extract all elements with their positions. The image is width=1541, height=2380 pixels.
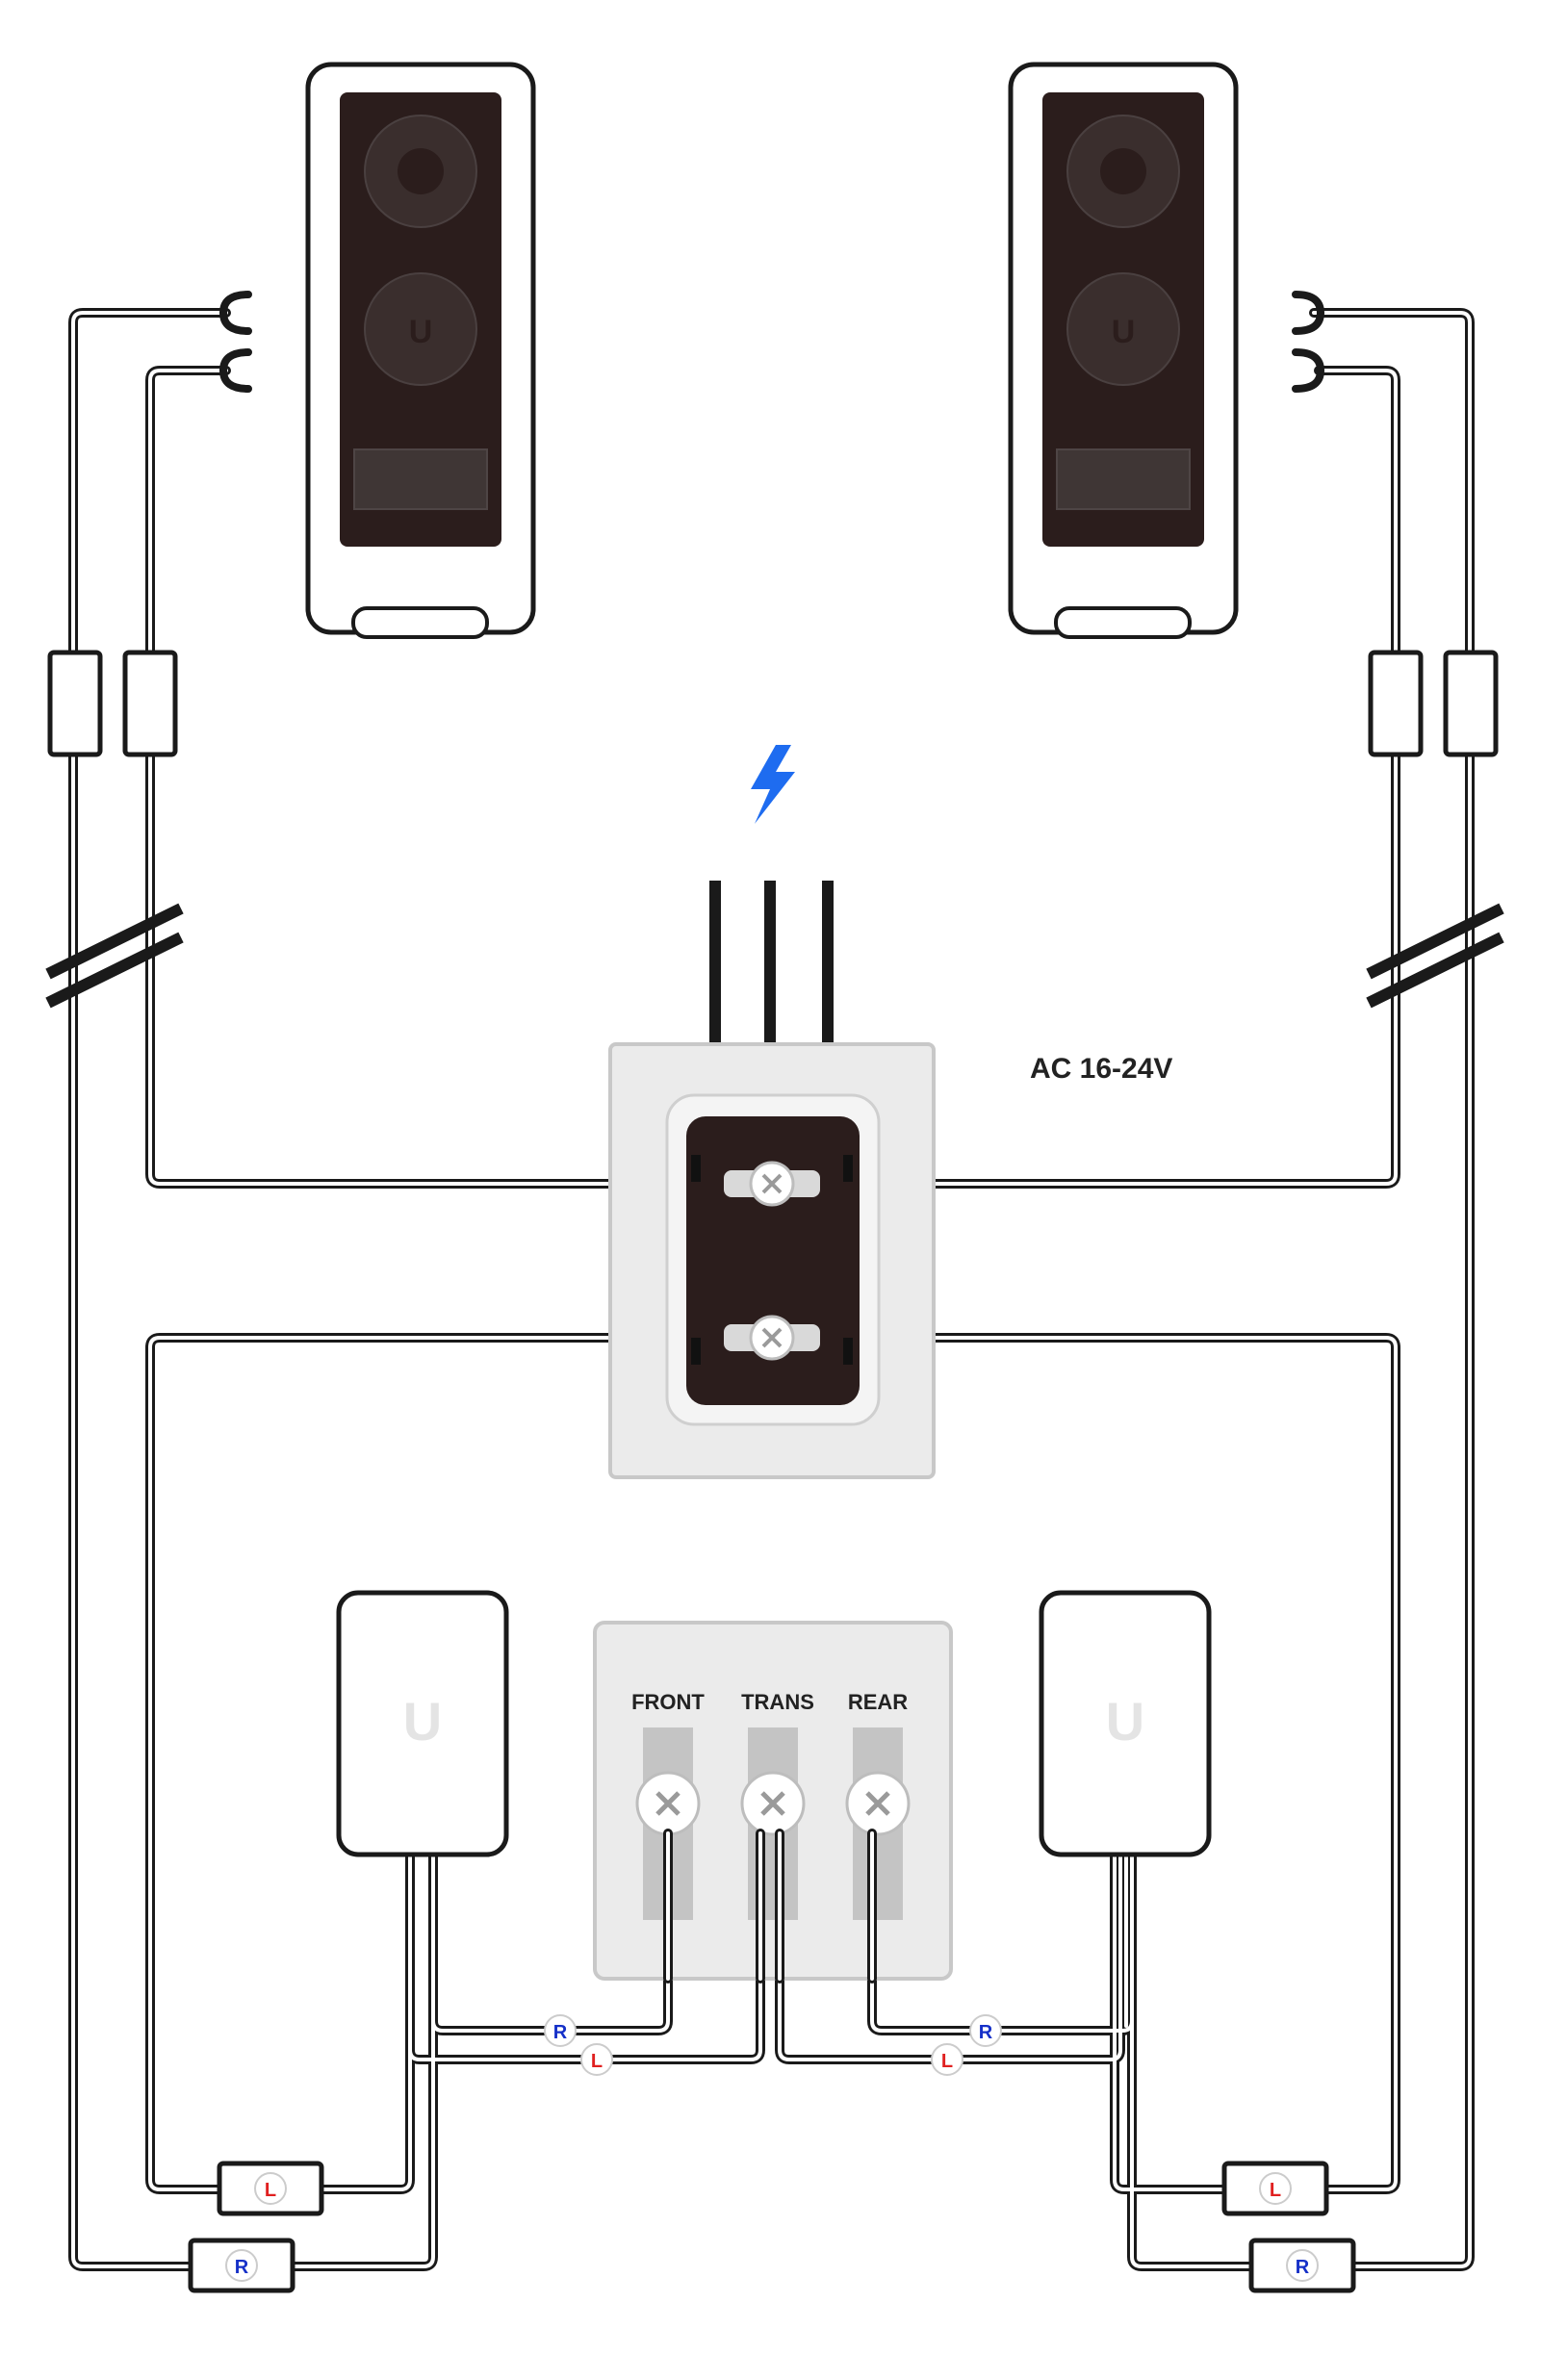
connector-l-left: L	[217, 2161, 324, 2216]
screw-icon	[635, 1771, 701, 1836]
screw-icon	[724, 1161, 820, 1207]
terminal-hook-icon	[218, 291, 252, 335]
u-logo-icon: U	[409, 314, 433, 350]
svg-text:L: L	[1270, 2180, 1281, 2201]
u-logo-icon: U	[1106, 1691, 1144, 1752]
screw-icon	[724, 1315, 820, 1361]
wire-break-right	[1366, 903, 1504, 1009]
wire-tag-r-right: R	[969, 2014, 1002, 2047]
doorbell-terminals-right	[1292, 291, 1325, 393]
doorbell-left: U	[305, 62, 536, 639]
terminal-label-front: FRONT	[631, 1690, 705, 1714]
chime-terminal-block: FRONT TRANS REAR	[593, 1621, 953, 1981]
svg-text:L: L	[591, 2051, 603, 2072]
camera-lens-icon	[364, 272, 477, 386]
screw-icon	[845, 1771, 911, 1836]
connector-r-right: R	[1248, 2238, 1356, 2293]
terminal-hook-icon	[1292, 348, 1325, 393]
u-logo-icon: U	[1112, 314, 1136, 350]
wire-tag-r-left: R	[544, 2014, 577, 2047]
svg-text:R: R	[553, 2022, 568, 2043]
terminal-hook-icon	[1292, 291, 1325, 335]
lightning-bolt-icon	[751, 745, 795, 824]
svg-text:R: R	[235, 2257, 249, 2278]
svg-text:L: L	[941, 2051, 953, 2072]
supply-voltage-label: AC 16-24V	[1030, 1053, 1172, 1085]
transformer	[608, 1042, 936, 1479]
supply-wires	[709, 881, 834, 1044]
adapter-left: U	[336, 1590, 509, 1857]
u-logo-icon: U	[403, 1691, 442, 1752]
button-panel	[1056, 448, 1191, 510]
wire-tag-l-right: L	[931, 2043, 963, 2076]
button-panel	[353, 448, 488, 510]
svg-text:R: R	[979, 2022, 993, 2043]
svg-text:R: R	[1296, 2257, 1310, 2278]
terminal-hook-icon	[218, 348, 252, 393]
wire-sleeves	[47, 650, 1499, 757]
terminal-label-rear: REAR	[848, 1690, 908, 1714]
adapter-right: U	[1039, 1590, 1212, 1857]
wire-tag-l-left: L	[580, 2043, 613, 2076]
connector-l-right: L	[1221, 2161, 1329, 2216]
terminal-label-trans: TRANS	[741, 1690, 814, 1714]
wire-break-left	[45, 903, 184, 1009]
doorbell-right: U	[1008, 62, 1239, 639]
svg-text:L: L	[265, 2180, 276, 2201]
connector-r-left: R	[188, 2238, 295, 2293]
doorbell-terminals-left	[218, 291, 252, 393]
camera-lens-icon	[1066, 272, 1180, 386]
screw-icon	[740, 1771, 806, 1836]
